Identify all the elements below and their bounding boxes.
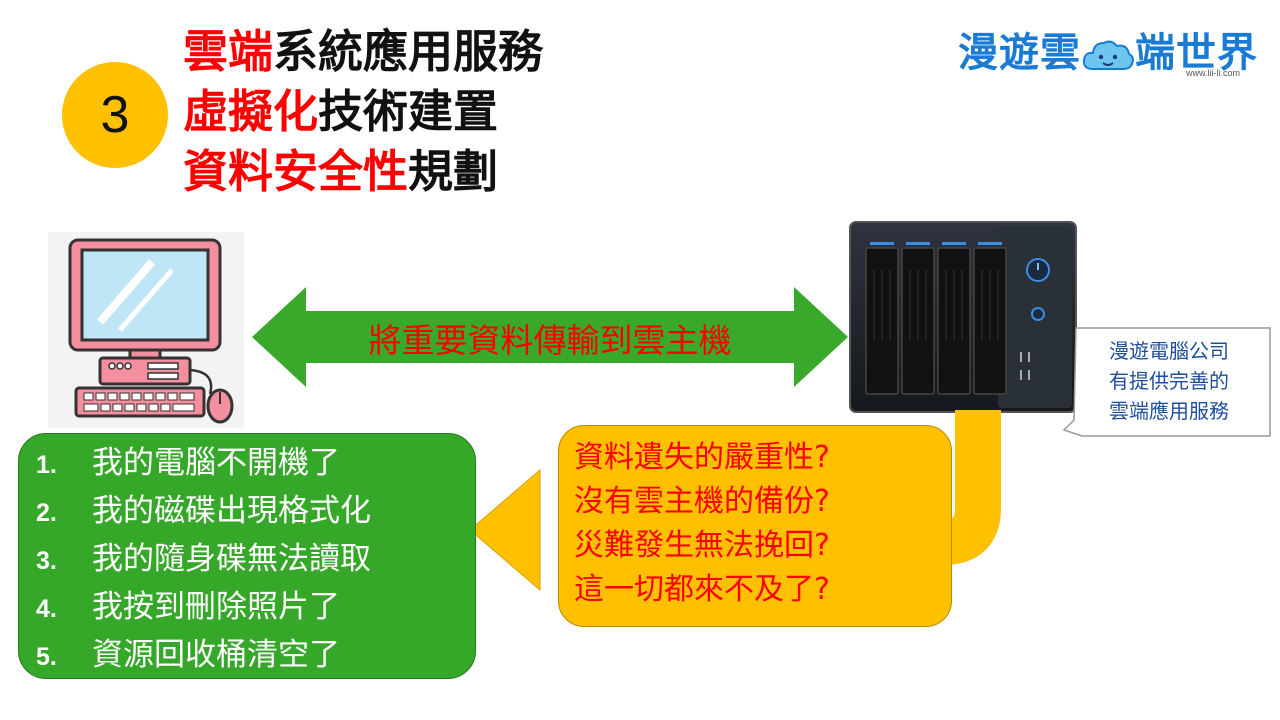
question-item: 資料遺失的嚴重性? <box>574 440 830 475</box>
problem-list: 1. 我的電腦不開機了 2. 我的磁碟出現格式化 3. 我的隨身碟無法讀取 4. 我按到… <box>36 440 371 680</box>
title-line-3-highlight: 資料安全性 <box>183 145 409 198</box>
question-list: 資料遺失的嚴重性? 沒有雲主機的備份? 災難發生無法挽回? 這一切都來不及了? <box>574 436 944 612</box>
problem-item: 5. 資源回收桶清空了 <box>36 632 371 680</box>
question-item: 這一切都來不及了? <box>574 572 830 607</box>
title-line-3-rest: 規劃 <box>408 145 499 198</box>
desktop-computer-icon <box>48 232 244 428</box>
logo-text-after: 端世界 <box>1135 30 1258 76</box>
logo-url: www.lii-li.com <box>1186 68 1240 78</box>
problem-item: 1. 我的電腦不開機了 <box>36 440 371 488</box>
callout-line-2: 有提供完善的 <box>1109 369 1229 393</box>
service-callout-text: 漫遊電腦公司 有提供完善的 雲端應用服務 <box>1072 336 1266 426</box>
title-line-1-rest: 系統應用服務 <box>273 25 544 78</box>
logo-wordmark: 漫遊雲 端世界 <box>958 20 1258 78</box>
problem-text: 我的磁碟出現格式化 <box>92 493 371 529</box>
problem-number: 2. <box>36 499 57 527</box>
problem-number: 1. <box>36 451 57 479</box>
service-callout-bubble <box>1062 327 1271 437</box>
transfer-arrow-label: 將重要資料傳輸到雲主機 <box>368 321 732 360</box>
problem-text: 我按到刪除照片了 <box>92 589 340 625</box>
problem-number: 5. <box>36 643 57 671</box>
problem-text: 資源回收桶清空了 <box>92 637 340 673</box>
title-line-2: 虛擬化技術建置 <box>183 84 498 140</box>
question-item: 沒有雲主機的備份? <box>574 484 830 519</box>
title-line-1-highlight: 雲端 <box>183 25 274 78</box>
problem-item: 4. 我按到刪除照片了 <box>36 584 371 632</box>
callout-line-1: 漫遊電腦公司 <box>1109 339 1229 363</box>
nas-server-icon <box>849 221 1077 413</box>
title-line-3: 資料安全性規劃 <box>183 144 498 200</box>
title-line-2-highlight: 虛擬化 <box>183 85 319 138</box>
logo-text-before: 漫遊雲 <box>958 30 1081 76</box>
question-item: 災難發生無法挽回? <box>574 528 830 563</box>
title-line-2-rest: 技術建置 <box>318 85 499 138</box>
step-badge: 3 <box>62 62 168 168</box>
cloud-face-icon <box>1082 40 1134 70</box>
problem-text: 我的隨身碟無法讀取 <box>92 541 371 577</box>
problem-number: 3. <box>36 547 57 575</box>
transfer-double-arrow <box>252 287 848 387</box>
problem-item: 3. 我的隨身碟無法讀取 <box>36 536 371 584</box>
company-logo: 漫遊雲 端世界 www.lii-li.com <box>958 18 1258 78</box>
problem-item: 2. 我的磁碟出現格式化 <box>36 488 371 536</box>
callout-line-3: 雲端應用服務 <box>1109 399 1229 423</box>
problem-text: 我的電腦不開機了 <box>92 445 340 481</box>
problem-panel <box>18 433 476 679</box>
problem-number: 4. <box>36 595 57 623</box>
title-line-1: 雲端系統應用服務 <box>183 24 543 80</box>
step-number: 3 <box>100 86 130 144</box>
question-panel <box>558 425 952 627</box>
